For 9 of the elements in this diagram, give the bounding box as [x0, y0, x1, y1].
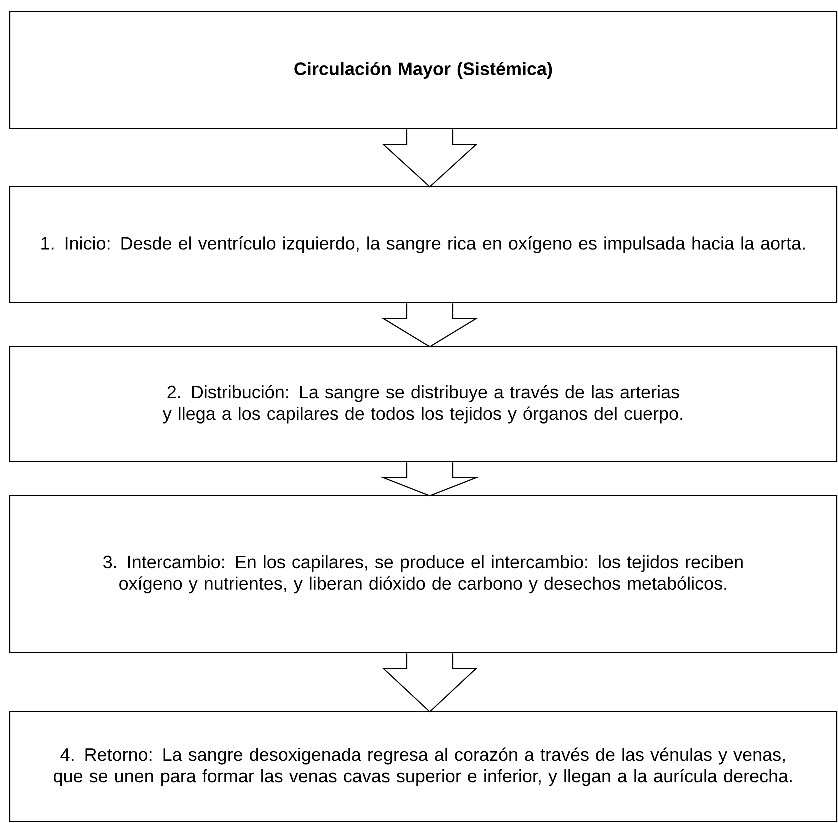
- step-box: 4. Retorno: La sangre desoxigenada regresa al corazón a través de las vénulas y venas, que se unen para formar las venas cavas superior e inferior, y llegan a la aurícula derecha.: [9, 711, 838, 823]
- block-arrow: [382, 303, 478, 348]
- step-box: 1. Inicio: Desde el ventrículo izquierdo, la sangre rica en oxígeno es impulsada hacia la aorta.: [9, 186, 838, 304]
- block-arrow: [382, 129, 478, 188]
- block-arrow: [381, 462, 479, 497]
- step-box: 2. Distribución: La sangre se distribuye a través de las arterias y llega a los capilares de todos los tejidos y órganos del cuerpo.: [9, 346, 838, 463]
- title-box: Circulación Mayor (Sistémica): [9, 11, 838, 130]
- block-arrow: [382, 653, 478, 713]
- step-box: 3. Intercambio: En los capilares, se produce el intercambio: los tejidos reciben oxígeno y nutrientes, y liberan dióxido de carbono y desechos metabólicos.: [9, 495, 838, 654]
